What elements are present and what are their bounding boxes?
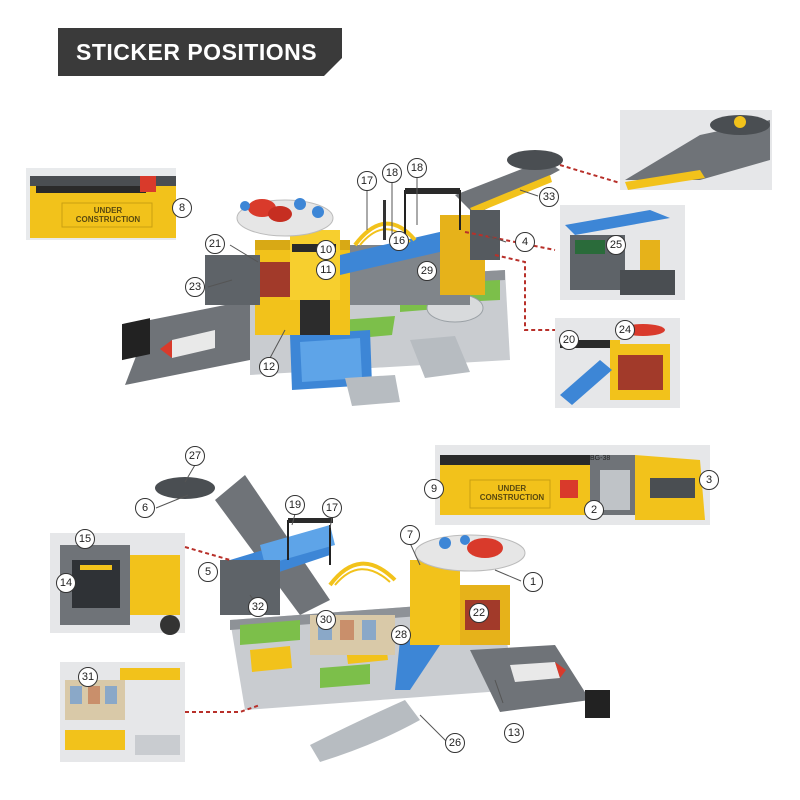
callout-30: 30	[316, 610, 336, 630]
callout-18-left: 18	[382, 163, 402, 183]
inset-gray-grille	[50, 533, 185, 635]
top-toy-model	[122, 150, 563, 406]
callout-24: 24	[615, 320, 635, 340]
callout-17-bottom: 17	[322, 498, 342, 518]
callout-7: 7	[400, 525, 420, 545]
page-title: STICKER POSITIONS	[76, 39, 318, 65]
callout-3: 3	[699, 470, 719, 490]
callout-8: 8	[172, 198, 192, 218]
callout-18-right: 18	[407, 158, 427, 178]
callout-22: 22	[469, 603, 489, 623]
inset-interior-sign	[560, 205, 685, 300]
title-badge: STICKER POSITIONS	[58, 28, 342, 76]
title-badge-shape	[58, 28, 342, 76]
callout-14: 14	[56, 573, 76, 593]
callout-33: 33	[539, 187, 559, 207]
callout-6: 6	[135, 498, 155, 518]
callout-29: 29	[417, 261, 437, 281]
under-construction-sticker-right: UNDER CONSTRUCTION	[479, 484, 545, 502]
callout-15: 15	[75, 529, 95, 549]
callout-4: 4	[515, 232, 535, 252]
callout-2: 2	[584, 500, 604, 520]
top-upper-ramp	[455, 160, 560, 215]
callout-12: 12	[259, 357, 279, 377]
callout-10: 10	[316, 240, 336, 260]
callout-9: 9	[424, 479, 444, 499]
inset-upper-ramp	[620, 110, 772, 190]
inset-truck-side	[435, 445, 710, 525]
callout-23: 23	[185, 277, 205, 297]
callout-11: 11	[316, 260, 336, 280]
callout-20: 20	[559, 330, 579, 350]
leader-lines	[184, 164, 621, 713]
bottom-yellow-tower	[410, 560, 460, 645]
callout-31: 31	[78, 667, 98, 687]
callout-13: 13	[504, 723, 524, 743]
inset-tower-top	[555, 318, 680, 408]
bottom-curved-ramp	[310, 700, 420, 762]
callout-pointers	[155, 177, 539, 744]
callout-17-top: 17	[357, 171, 377, 191]
callout-27: 27	[185, 446, 205, 466]
plate-code-sticker: BG-38	[590, 455, 611, 462]
callout-26: 26	[445, 733, 465, 753]
callout-32: 32	[248, 597, 268, 617]
bottom-toy-model	[155, 475, 610, 762]
callout-5: 5	[198, 562, 218, 582]
under-construction-sticker-top: UNDER CONSTRUCTION	[75, 206, 141, 224]
inset-under-construction-panel	[26, 168, 176, 240]
callout-19: 19	[285, 495, 305, 515]
callout-21: 21	[205, 234, 225, 254]
callout-28: 28	[391, 625, 411, 645]
callout-25: 25	[606, 235, 626, 255]
callout-16: 16	[389, 231, 409, 251]
callout-1: 1	[523, 572, 543, 592]
